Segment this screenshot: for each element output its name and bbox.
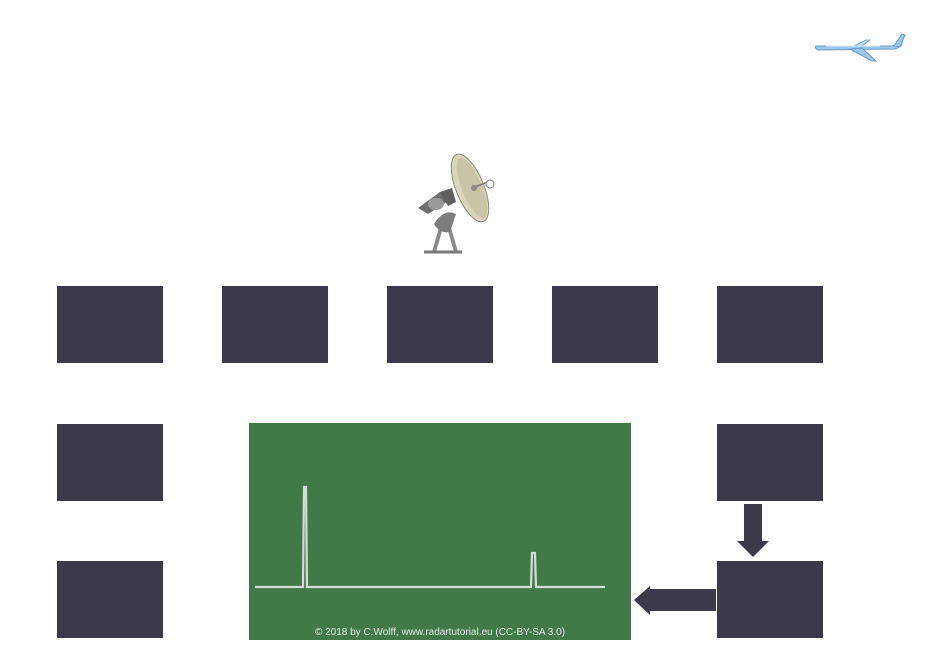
copyright-notice: © 2018 by C.Wolff, www.radartutorial.eu … [314, 627, 566, 638]
radar-dish-antenna-icon [418, 153, 495, 254]
block-row3-left [57, 561, 163, 638]
block-row1-col3 [387, 286, 493, 363]
down-arrow-icon [737, 504, 769, 557]
block-row1-col4 [552, 286, 658, 363]
a-scope-display: © 2018 by C.Wolff, www.radartutorial.eu … [249, 423, 631, 640]
block-row3-right [717, 561, 823, 638]
block-row2-left [57, 424, 163, 501]
block-row2-right [717, 424, 823, 501]
left-arrow-icon [634, 586, 716, 615]
block-row1-col2 [222, 286, 328, 363]
echo-trace [255, 485, 605, 589]
block-row1-col5 [717, 286, 823, 363]
block-row1-col1 [57, 286, 163, 363]
airplane-icon [814, 33, 906, 62]
